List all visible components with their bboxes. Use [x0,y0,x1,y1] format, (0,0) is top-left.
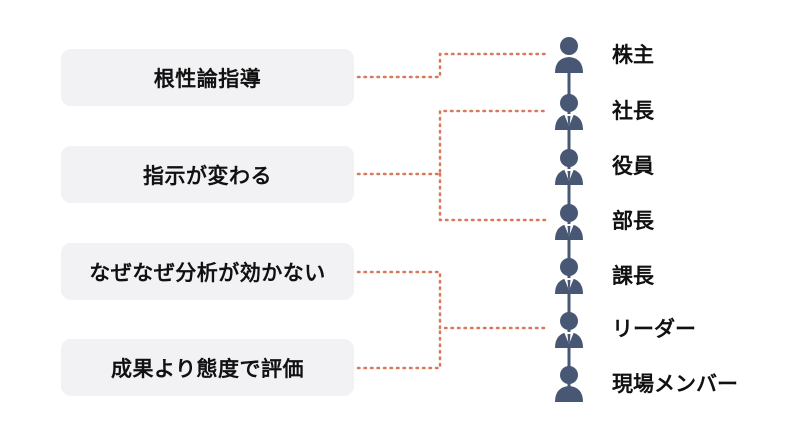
role-label-buchou: 部長 [612,209,654,233]
problem-label-4: 成果より態度で評価 [110,356,305,381]
role-label-yakuin: 役員 [612,154,654,178]
problem-label-3: なぜなぜ分析が効かない [89,260,326,285]
problem-box-3: なぜなぜ分析が効かない [61,243,354,300]
connector-shiji-to-buchou [438,172,550,222]
role-label-leader: リーダー [612,317,696,341]
role-label-shachou: 社長 [612,99,654,123]
person-icon [555,37,583,73]
role-label-kabunushi: 株主 [612,43,654,67]
problem-label-2: 指示が変わる [143,163,272,188]
problem-box-1: 根性論指導 [61,49,354,106]
person-suit-icon [555,149,583,185]
person-suit-icon [555,312,583,348]
problem-label-1: 根性論指導 [153,66,262,91]
connector-seika-to-leader [356,326,442,370]
person-suit-icon [555,204,583,240]
problem-box-4: 成果より態度で評価 [61,339,354,396]
connector-konjou-to-kabunushi [356,52,550,79]
connector-nazenaze-to-leader [356,270,550,330]
person-suit-icon [555,94,583,130]
role-label-genba-member: 現場メンバー [612,372,738,396]
connector-shiji-to-shachou-buchou [356,109,550,176]
person-icon [555,366,583,402]
person-suit-icon [555,258,583,294]
role-label-kachou: 課長 [612,264,654,288]
problem-box-2: 指示が変わる [61,146,354,203]
